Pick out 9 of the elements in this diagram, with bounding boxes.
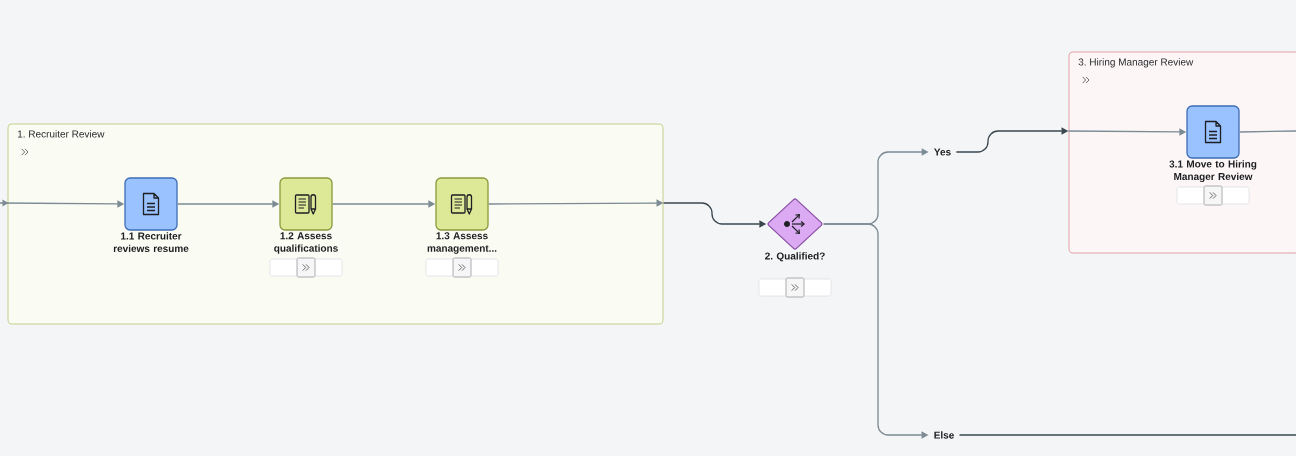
branch-label: Yes	[934, 148, 951, 156]
branch-label: Else	[934, 431, 954, 439]
task-label: 1.1 Recruiter reviews resume	[113, 232, 189, 253]
decision-label: 2. Qualified?	[765, 252, 825, 262]
task-label: 1.3 Assess management...	[427, 232, 497, 254]
connector-line	[958, 434, 1296, 436]
connector-line	[1239, 130, 1296, 133]
task-label: 3.1 Move to Hiring Manager Review	[1169, 160, 1257, 183]
task-label: 1.2 Assess qualifications	[274, 232, 338, 254]
